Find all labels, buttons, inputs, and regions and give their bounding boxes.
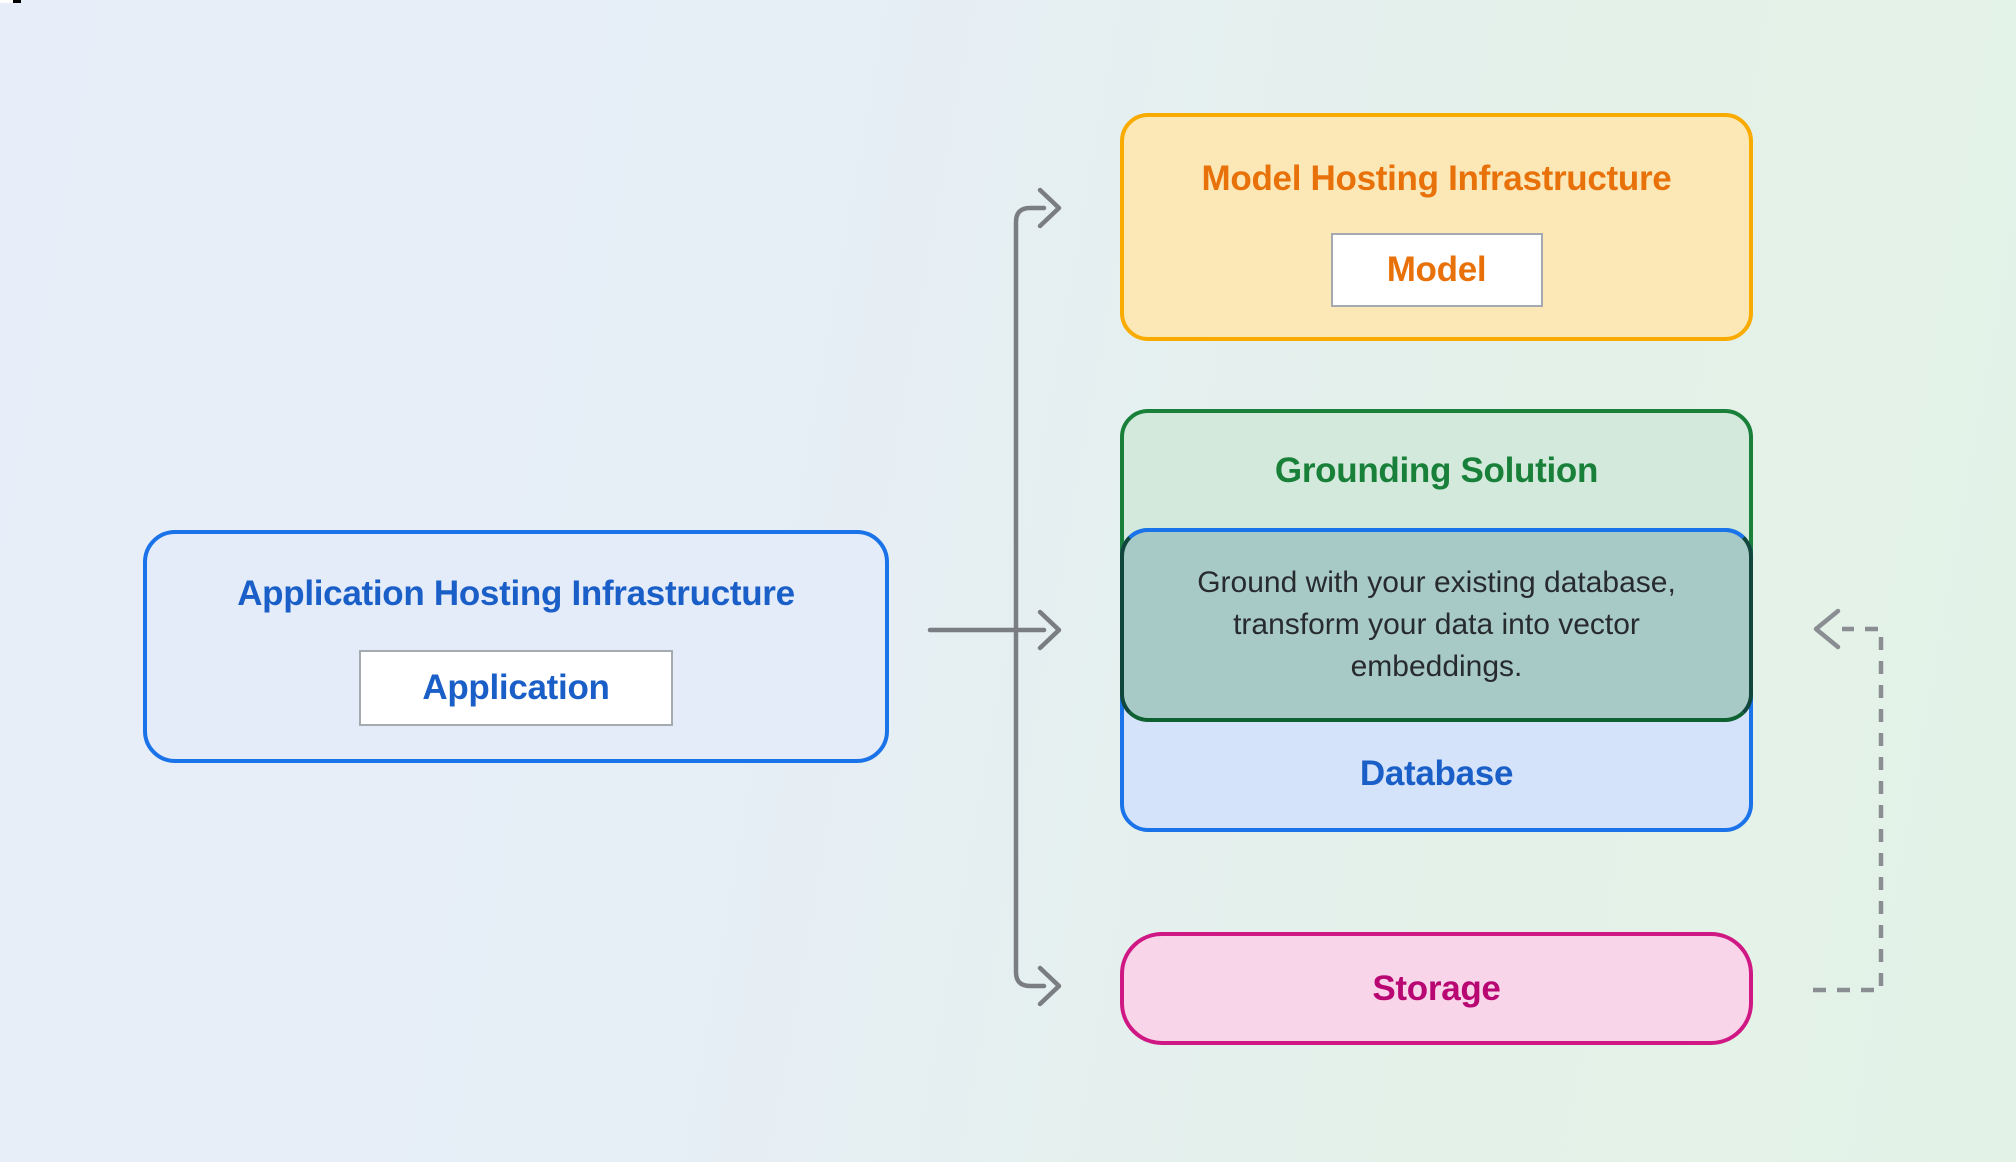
grounding-database-overlap-box: Ground with your existing database, tran…	[1120, 528, 1753, 722]
arrow-to-storage-head	[1037, 965, 1062, 1007]
arrow-to-model-head	[1037, 187, 1062, 229]
application-chip-label: Application	[422, 668, 610, 707]
application-chip: Application	[359, 650, 673, 726]
dashed-feedback-arrow-head	[1813, 608, 1841, 650]
model-chip-label: Model	[1386, 250, 1487, 289]
storage-label: Storage	[1372, 968, 1501, 1008]
screenshot-artifact-black	[13, 0, 21, 3]
grounding-description-line: embeddings.	[1350, 650, 1523, 683]
grounding-description: Ground with your existing database, tran…	[1197, 562, 1676, 688]
grounding-description-line: transform your data into vector	[1233, 608, 1640, 641]
model-hosting-title: Model Hosting Infrastructure	[1201, 159, 1672, 198]
application-hosting-box: Application Hosting Infrastructure Appli…	[143, 530, 889, 763]
dashed-feedback-arrow	[1813, 626, 1884, 993]
arrow-trunk	[1013, 205, 1047, 989]
grounding-solution-title: Grounding Solution	[1274, 451, 1599, 490]
model-chip: Model	[1330, 233, 1543, 307]
arrow-to-grounding-head	[1037, 609, 1062, 651]
storage-box: Storage	[1120, 932, 1753, 1045]
application-hosting-title: Application Hosting Infrastructure	[237, 574, 795, 613]
model-hosting-box: Model Hosting Infrastructure Model	[1120, 113, 1753, 341]
database-label: Database	[1359, 754, 1514, 793]
screenshot-artifact-white	[0, 0, 13, 3]
grounding-description-line: Ground with your existing database,	[1197, 566, 1676, 599]
